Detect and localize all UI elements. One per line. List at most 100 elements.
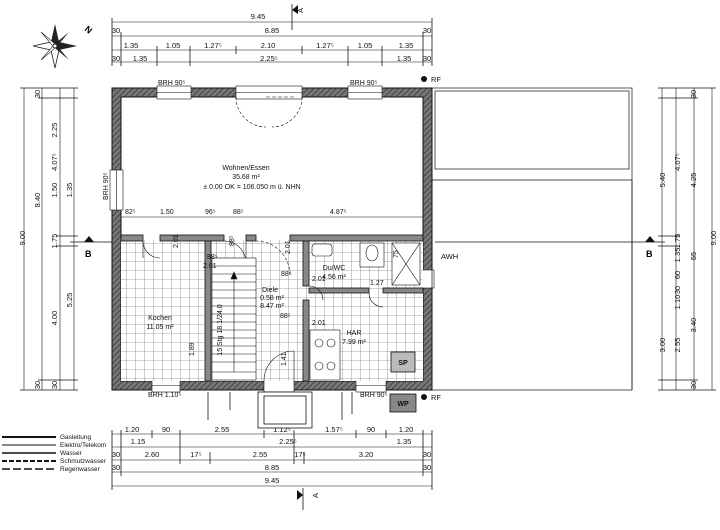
wp-box	[389, 393, 417, 413]
stair-label: 15 Stg 18.1/24.0	[217, 304, 224, 355]
top-dim-30-right: 30	[423, 26, 431, 35]
bot-dim-r1-1: 90	[162, 425, 170, 434]
bot-dim-r3-6: 30	[423, 450, 431, 459]
right-dim-c0: 1.35	[673, 248, 682, 263]
right-dim-a1: 4.07⁵	[673, 153, 682, 171]
idim-17: 2.01	[312, 320, 326, 327]
legend-water: Wasser	[60, 450, 83, 457]
section-b-left-label: B	[85, 249, 92, 259]
right-dim-a2: 1.75	[673, 234, 682, 249]
bot-dim-r3-4: 17⁵	[294, 450, 305, 459]
right-dim-a0: 30	[689, 90, 698, 98]
left-dim-b3: 30	[50, 381, 59, 389]
idim-1: 82⁵	[125, 209, 136, 216]
bot-dim-r3-5: 3.20	[359, 450, 374, 459]
kitchen-area: 11.05 m²	[146, 324, 174, 331]
bot-dim-r1-6: 1.20	[399, 425, 414, 434]
idim-9: 2.01	[203, 263, 217, 270]
rf-bottom-label: RF	[431, 393, 441, 402]
idim-14: 75	[393, 250, 400, 258]
utility-legend	[2, 436, 56, 470]
legend-sewage: Schmutzwasser	[60, 458, 107, 465]
right-dim-a3: 55	[689, 252, 698, 260]
idim-5: 4.87⁵	[330, 209, 347, 216]
idim-13: 2.01	[312, 276, 326, 283]
left-dim-outer: 9.00	[18, 231, 27, 246]
bot-dim-r3-1: 2.60	[145, 450, 160, 459]
living-level: ± 0.00 OK = 106.050 m ü. NHN	[203, 184, 300, 191]
bot-dim-r4-30a: 30	[112, 463, 120, 472]
washbasin-icon	[311, 243, 333, 257]
top-dim-r3-4: 1.27⁵	[316, 41, 334, 50]
hall-area-1: 0.58 m²	[260, 295, 284, 302]
brh-bottom-left: BRH 1.10⁵	[148, 392, 181, 399]
har-name: HAR	[347, 330, 362, 337]
bot-dim-r2-1: 2.25⁵	[279, 437, 297, 446]
left-dim-b0: 4.07⁵	[50, 153, 59, 171]
legend-gas: Gasleitung	[60, 434, 91, 441]
har-area: 7.99 m²	[342, 339, 366, 346]
idim-4: 88⁵	[233, 209, 244, 216]
idim-18: 1.41	[281, 352, 288, 366]
right-dim-b1: 4.25	[689, 173, 698, 188]
left-dim-a0: 30	[33, 90, 42, 98]
legend-electro: Elektro/Telekom	[60, 442, 106, 449]
section-b-right-marker: B	[435, 236, 665, 259]
idim-3: 96⁵	[205, 209, 216, 216]
right-dim-b2: 60	[673, 271, 682, 279]
idim-11: 2.01	[285, 240, 292, 254]
bot-dim-overall: 9.45	[265, 476, 280, 485]
bot-dim-r4: 8.85	[265, 463, 280, 472]
brh-left: BRH 90⁵	[103, 172, 110, 200]
idim-7: 88⁵	[207, 254, 218, 261]
brh-bottom-right: BRH 90⁵	[360, 392, 388, 399]
kitchen-counter	[309, 329, 341, 381]
idim-15: 1.27	[370, 280, 384, 287]
top-dim-30-left: 30	[112, 26, 120, 35]
bot-dim-r1-2: 2.55	[215, 425, 230, 434]
entrance-steps	[207, 391, 353, 429]
section-a-bottom-label: A	[311, 493, 320, 498]
brh-top-left: BRH 90⁵	[158, 80, 186, 87]
bathroom-fixtures	[311, 242, 421, 286]
right-dim-b0: 5.40	[658, 173, 667, 188]
bot-dim-r3-3: 2.55	[253, 450, 268, 459]
left-dimensions	[20, 87, 78, 391]
terrace-door-swing	[235, 96, 303, 128]
rf-bottom-icon	[421, 394, 427, 400]
bot-dim-r3-2: 17⁵	[190, 450, 201, 459]
idim-2: 1.50	[160, 209, 174, 216]
bottom-dimensions	[111, 430, 433, 490]
bot-dim-r1-4: 1.57⁵	[325, 425, 343, 434]
top-dim-r3-6: 1.35	[399, 41, 414, 50]
right-dimensions	[658, 87, 716, 391]
idim-12: 1.89	[189, 342, 196, 356]
sink-icon	[314, 338, 324, 348]
brh-top-right: BRH 90⁵	[350, 80, 378, 87]
top-dim-inner: 8.85	[265, 26, 280, 35]
terrace	[431, 87, 633, 391]
left-dim-a2: 1.50	[50, 183, 59, 198]
top-dim-r4-30a: 30	[112, 54, 120, 63]
top-dim-r3-3: 2.10	[261, 41, 276, 50]
right-dim-outer: 9.00	[709, 231, 718, 246]
bot-dim-r3-0: 30	[112, 450, 120, 459]
idim-10: 88⁵	[281, 271, 292, 278]
top-dim-r4-2: 1.35	[397, 54, 412, 63]
right-dim-a5: 30	[689, 381, 698, 389]
bot-dim-r1-5: 90	[367, 425, 375, 434]
right-dim-c1: 30	[673, 286, 682, 294]
north-label: N	[83, 24, 94, 36]
interior-walls	[120, 234, 424, 382]
idim-8: 88⁵	[229, 235, 236, 246]
bot-dim-r2-0: 1.15	[131, 437, 146, 446]
bath-area: 4.56 m²	[322, 274, 346, 281]
hall-area-2: 8.47 m²	[260, 303, 284, 310]
top-dim-r3-2: 1.27⁵	[204, 41, 222, 50]
top-dim-r4-0: 1.35	[133, 54, 148, 63]
left-dim-b1: 1.75	[50, 234, 59, 249]
rf-top-icon	[421, 76, 427, 82]
left-dim-a1: 2.25	[50, 123, 59, 138]
top-dim-r3-1: 1.05	[166, 41, 181, 50]
